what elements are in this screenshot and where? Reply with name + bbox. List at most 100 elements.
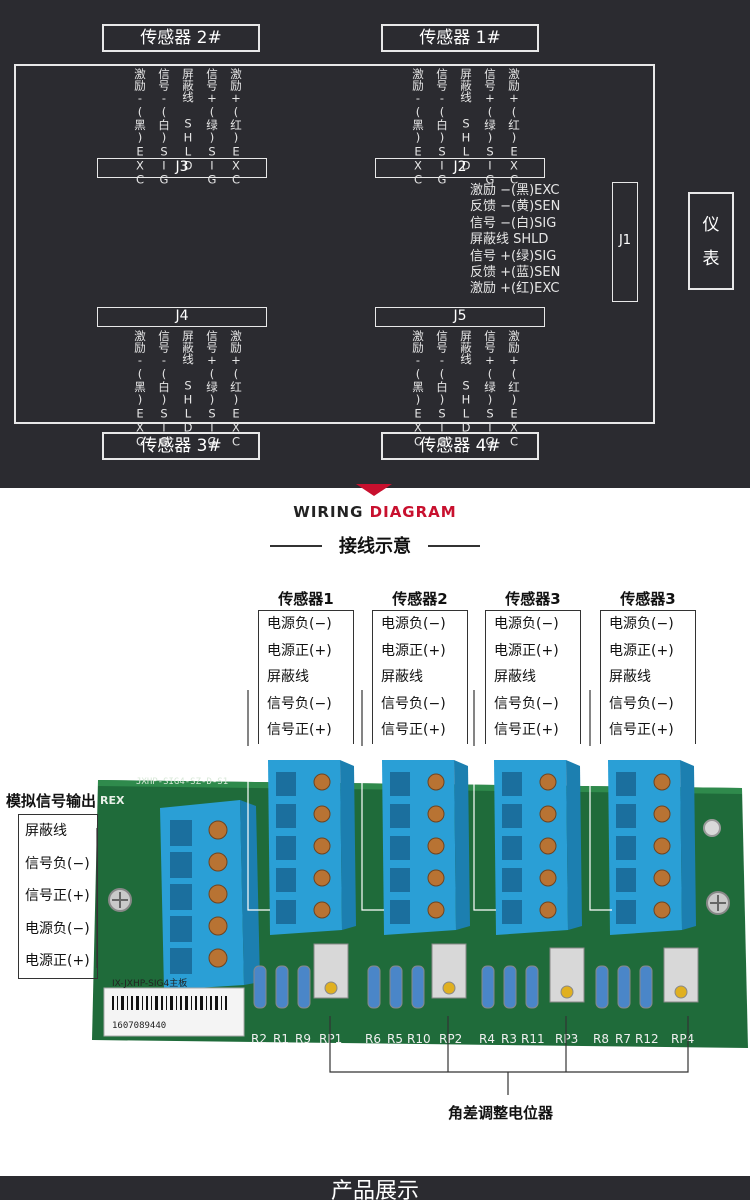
wire-label: 电源负(−) <box>609 616 674 632</box>
wire-label: 屏蔽线 <box>25 823 67 839</box>
pin-label: 激励+(红)EXC <box>507 330 521 449</box>
pin-label: 信号-(白)SIG <box>435 330 449 449</box>
wire-label: 信号负(−) <box>381 695 446 712</box>
pcb-illustration: JXHP-SIG4-SZ-D-S1 REX <box>92 760 748 1048</box>
pin-label: 信号-(白)SIG <box>435 68 449 187</box>
meter-char: 表 <box>702 249 720 269</box>
title-rule-right <box>428 545 480 547</box>
wire-label: 电源负(−) <box>381 616 446 632</box>
component-label: R7 <box>615 1032 631 1046</box>
title-en-part2: DIAGRAM <box>369 503 457 521</box>
sensor-group-items: 电源负(−) 电源正(+) 屏蔽线 信号负(−) 信号正(+) <box>258 610 354 744</box>
pin-label: 信号+(绿)SIG <box>483 330 497 449</box>
wire-label: 信号正(+) <box>494 722 559 739</box>
sensor-3-label: 传感器 3# <box>102 432 260 460</box>
wire-label: 信号正(+) <box>25 888 90 905</box>
component-label: RP1 <box>319 1032 342 1046</box>
pin-label: 屏蔽线 SHLD <box>181 68 195 173</box>
pin-label: 激励-(黑)EXC <box>411 330 425 449</box>
sensor-terminal-block-1 <box>268 760 356 935</box>
sensor-1-label: 传感器 1# <box>381 24 539 52</box>
wire-label: 信号正(+) <box>381 722 446 739</box>
sensor-2-label: 传感器 2# <box>102 24 260 52</box>
connector-j3: J3 <box>97 158 267 178</box>
j1-pin: 激励 −(黑)EXC <box>470 183 560 198</box>
pin-label: 激励+(红)EXC <box>507 68 521 187</box>
component-label: R4 <box>479 1032 495 1046</box>
sensor-group-1: 传感器1 电源负(−) 电源正(+) 屏蔽线 信号负(−) 信号正(+) <box>258 588 354 744</box>
resistor-row <box>253 943 699 1009</box>
output-terminal-block <box>160 800 260 990</box>
pcb-model-text: JXHP-SIG4-SZ-D-S1 <box>136 777 228 787</box>
sensor-terminal-block-3 <box>494 760 582 935</box>
component-label: R9 <box>295 1032 311 1046</box>
pin-label: 信号+(绿)SIG <box>483 68 497 187</box>
sensor-terminal-block-2 <box>382 760 470 935</box>
output-wire-list: 屏蔽线 信号负(−) 信号正(+) 电源负(−) 电源正(+) <box>18 814 98 979</box>
j1-pin: 信号 +(绿)SIG <box>470 248 557 264</box>
pin-label: 激励+(红)EXC <box>229 68 243 187</box>
wire-label: 屏蔽线 <box>494 669 536 686</box>
component-label: R3 <box>501 1032 517 1046</box>
component-label: R12 <box>635 1032 659 1046</box>
mount-hole-icon <box>703 819 721 837</box>
wire-label: 屏蔽线 <box>267 669 309 686</box>
pin-label: 信号+(绿)SIG <box>205 330 219 449</box>
barcode-number: 1607089440 <box>112 1021 166 1031</box>
sensor-group-items: 电源负(−) 电源正(+) 屏蔽线 信号负(−) 信号正(+) <box>600 610 696 744</box>
sensor-group-2: 传感器2 电源负(−) 电源正(+) 屏蔽线 信号负(−) 信号正(+) <box>372 588 468 744</box>
wire-label: 信号负(−) <box>267 695 332 712</box>
pin-label: 信号-(白)SIG <box>157 330 171 449</box>
component-label: R11 <box>521 1032 545 1046</box>
meter-char: 仪 <box>702 215 720 235</box>
sensor-4-label: 传感器 4# <box>381 432 539 460</box>
component-label: R8 <box>593 1032 609 1046</box>
component-label: RP3 <box>555 1032 578 1046</box>
schematic-panel: 传感器 2# 传感器 1# 传感器 3# 传感器 4# 激励-(黑)EXC 信号… <box>0 0 750 488</box>
j1-pin: 激励 +(红)EXC <box>470 281 560 297</box>
wire-label: 信号正(+) <box>267 722 332 739</box>
component-label: RP4 <box>671 1032 694 1046</box>
wire-label: 电源正(+) <box>25 953 90 970</box>
pin-label: 激励-(黑)EXC <box>411 68 425 187</box>
sensor-group-head: 传感器1 <box>278 590 334 608</box>
pin-label: 激励-(黑)EXC <box>133 68 147 187</box>
pin-label: 屏蔽线 SHLD <box>459 68 473 173</box>
sensor-group-head: 传感器3 <box>505 590 561 608</box>
sensor-group-items: 电源负(−) 电源正(+) 屏蔽线 信号负(−) 信号正(+) <box>485 610 581 744</box>
output-title: 模拟信号输出 <box>6 792 97 810</box>
wire-label: 电源正(+) <box>267 642 332 659</box>
component-label: R10 <box>407 1032 431 1046</box>
sensor-terminal-block-4 <box>608 760 696 935</box>
wire-label: 信号负(−) <box>609 695 674 712</box>
barcode-sticker: IX-JXHP-SIG4主板 1607089440 <box>103 977 245 1037</box>
wiring-title-cn: 接线示意 <box>339 536 411 557</box>
sensor-group-head: 传感器3 <box>620 590 676 608</box>
wiring-title-en: WIRING DIAGRAM <box>0 503 750 521</box>
title-rule-left <box>270 545 322 547</box>
wire-label: 电源负(−) <box>494 616 559 632</box>
connector-j1: J1 <box>612 182 638 302</box>
sensor-group-head: 传感器2 <box>392 590 448 608</box>
wire-label: 电源正(+) <box>381 642 446 659</box>
connector-j2: J2 <box>375 158 545 178</box>
pin-label: 信号+(绿)SIG <box>205 68 219 187</box>
footer-text: 产品展示 <box>330 1179 419 1200</box>
wire-label: 屏蔽线 <box>609 669 651 686</box>
component-label: R1 <box>273 1032 289 1046</box>
sticker-text: IX-JXHP-SIG4主板 <box>112 977 187 989</box>
wire-label: 电源负(−) <box>25 920 90 937</box>
connector-j5: J5 <box>375 307 545 327</box>
footer-bar: 产品展示 <box>0 1176 750 1200</box>
pin-label: 屏蔽线 SHLD <box>181 330 195 435</box>
pin-label: 激励-(黑)EXC <box>133 330 147 449</box>
sensor-group-4: 传感器3 电源负(−) 电源正(+) 屏蔽线 信号负(−) 信号正(+) <box>600 588 696 744</box>
section-notch-icon <box>356 484 392 496</box>
j1-pin: 反馈 +(蓝)SEN <box>470 265 561 281</box>
j1-pin: 屏蔽线 SHLD <box>470 232 549 248</box>
pin-label: 激励+(红)EXC <box>229 330 243 449</box>
pin-label: 信号-(白)SIG <box>157 68 171 187</box>
pin-label: 屏蔽线 SHLD <box>459 330 473 435</box>
wiring-title-cn-wrap: 接线示意 <box>0 532 750 558</box>
wire-label: 屏蔽线 <box>381 669 423 686</box>
